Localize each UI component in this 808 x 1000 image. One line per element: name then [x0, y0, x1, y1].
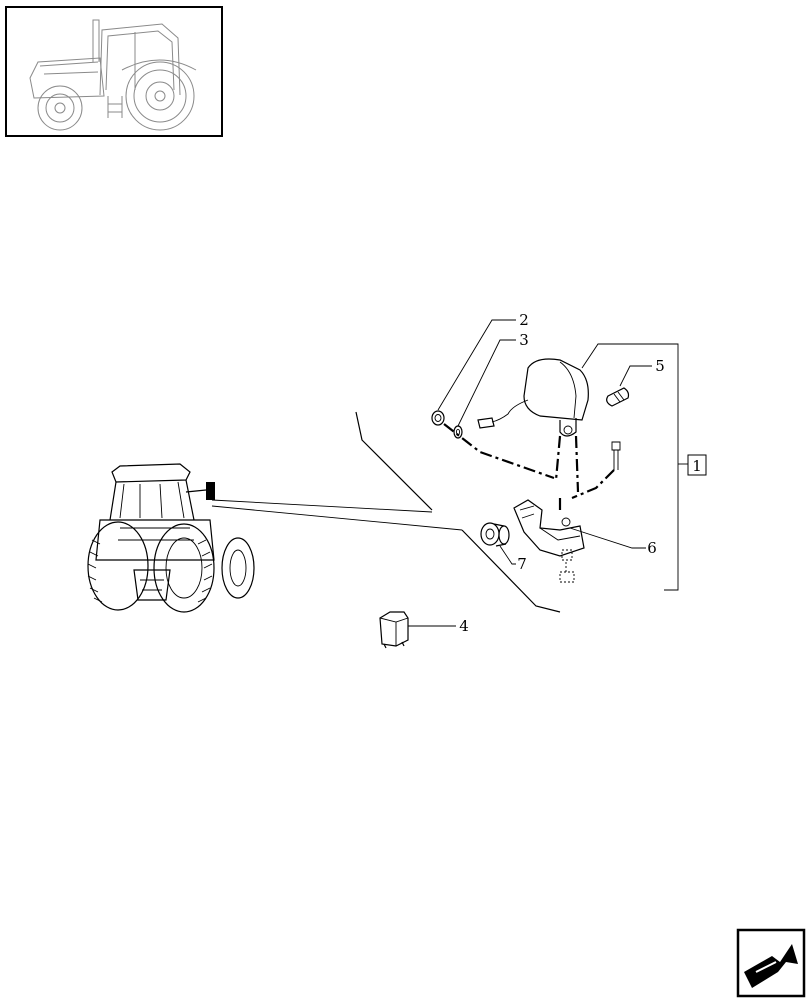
part-6-bracket [513, 499, 585, 583]
callout-7: 7 [517, 555, 527, 573]
callout-5: 5 [655, 357, 665, 375]
tractor-side-view-thumbnail[interactable] [5, 6, 223, 137]
part-7-boot [480, 522, 510, 547]
next-page-arrow-icon[interactable] [736, 928, 806, 998]
mirror-housing [477, 358, 589, 437]
part-5-bulb [606, 387, 630, 407]
part-2-grommet [431, 410, 445, 426]
callout-1: 1 [692, 457, 702, 475]
tractor-rear-view-icon [87, 463, 255, 613]
callout-2: 2 [519, 311, 529, 329]
bolt [611, 441, 621, 470]
callout-6: 6 [647, 539, 657, 557]
part-4-relay [379, 611, 409, 649]
callout-4: 4 [459, 617, 469, 635]
callout-3: 3 [519, 331, 529, 349]
